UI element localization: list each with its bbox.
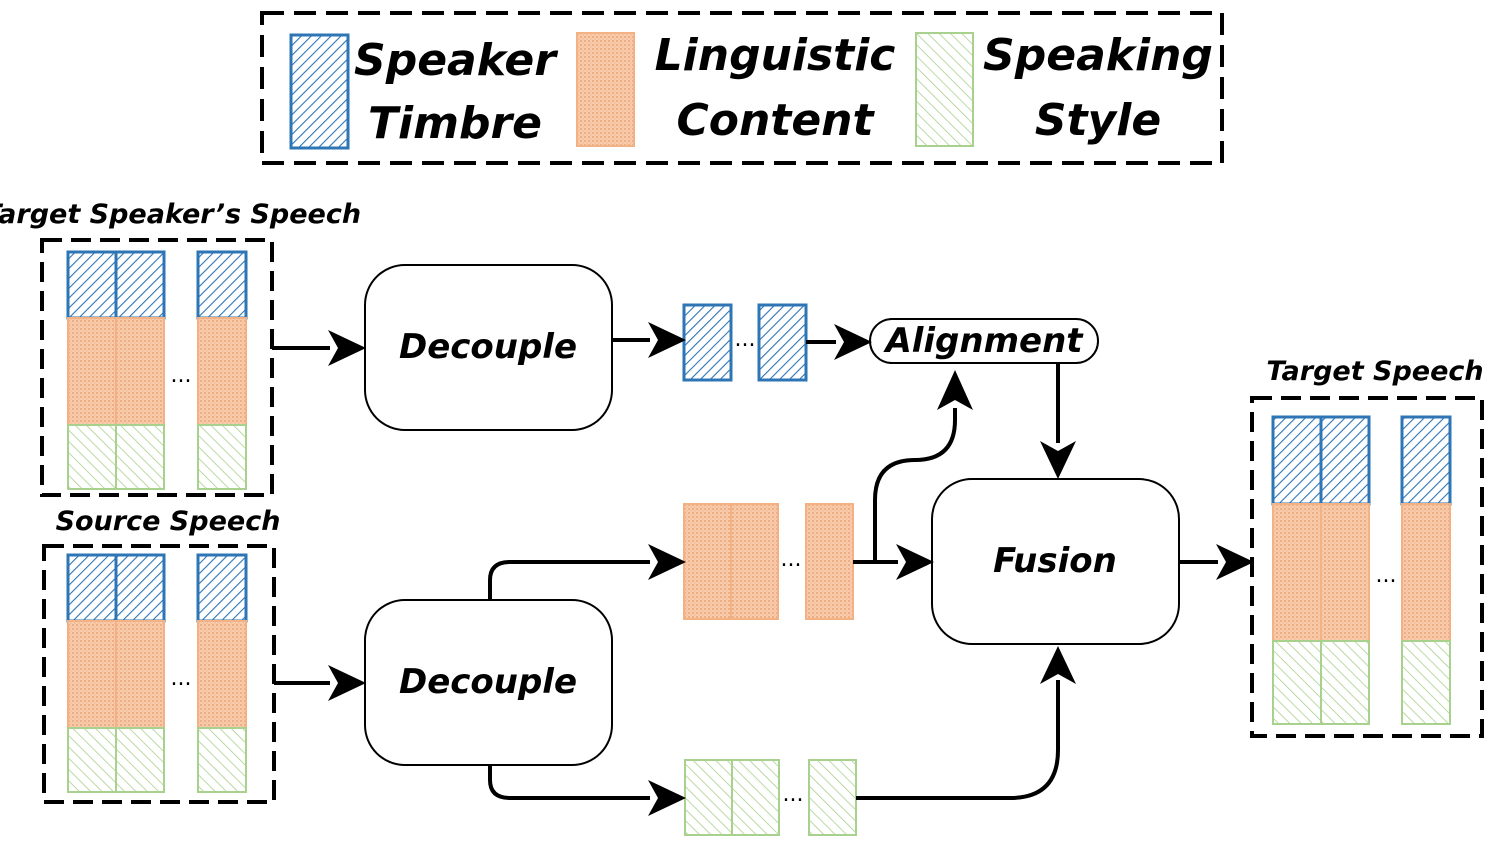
content-block [730, 503, 779, 620]
content-block [67, 620, 117, 729]
connectors [272, 338, 1218, 800]
style-block [67, 424, 117, 490]
arrow-line [488, 560, 650, 600]
arrowhead [648, 322, 686, 358]
source-speech-label: Source Speech [56, 506, 281, 537]
source-speech-frame [42, 544, 276, 804]
legend-content-label-line1: Linguistic [655, 30, 896, 81]
legend-style-label-line1: Speaking [983, 30, 1213, 81]
content-block [1272, 503, 1322, 642]
style-block [197, 424, 247, 490]
style-block [1320, 640, 1370, 725]
content-block [683, 503, 732, 620]
alignment-box [869, 318, 1099, 364]
legend-content-label-line2: Content [676, 95, 875, 146]
target-speaker-feature-stack: ... [66, 250, 248, 490]
content-block [115, 317, 165, 426]
ellipsis: ... [171, 363, 192, 388]
source-feature-stack: ... [66, 553, 248, 793]
timbre-block [66, 250, 118, 320]
style-block [1401, 640, 1451, 725]
ellipsis: ... [171, 666, 192, 691]
timbre-block [196, 553, 248, 623]
alignment-label: Alignment [882, 321, 1084, 361]
timbre-block [1319, 415, 1371, 506]
style-block [67, 727, 117, 793]
extracted-style-features: ... [684, 759, 857, 836]
arrow-line [488, 765, 650, 800]
decouple-top-label: Decouple [399, 327, 577, 367]
content-block [1320, 503, 1370, 642]
timbre-block [114, 250, 166, 320]
target-speech-frame [1250, 396, 1484, 738]
timbre-block [196, 250, 248, 320]
legend-timbre-label-line2: Timbre [368, 98, 542, 149]
legend-style-label-line2: Style [1035, 95, 1161, 146]
arrowheads [328, 322, 1254, 816]
legend-timbre-swatch [289, 33, 350, 150]
target-speaker-speech-label: Target Speaker’s Speech [0, 199, 361, 230]
timbre-block [1400, 415, 1452, 506]
legend-style-swatch [915, 32, 974, 147]
fusion-label: Fusion [993, 541, 1117, 581]
decouple-top-box [364, 264, 613, 431]
target-speaker-speech-frame [40, 238, 274, 497]
arrow-line [873, 408, 957, 562]
arrowhead [1040, 441, 1076, 479]
ellipsis: ... [1376, 563, 1397, 588]
target-speech-feature-stack: ... [1271, 415, 1452, 725]
style-block [684, 759, 733, 836]
content-block [805, 503, 854, 620]
legend-border [260, 11, 1224, 165]
style-block [115, 424, 165, 490]
ellipsis: ... [735, 327, 756, 352]
arrowhead [896, 544, 934, 580]
target-speech-label: Target Speech [1266, 356, 1483, 387]
style-block [115, 727, 165, 793]
arrowhead [1040, 646, 1076, 684]
ellipsis: ... [783, 782, 804, 807]
content-block [115, 620, 165, 729]
timbre-block [1271, 415, 1323, 506]
style-block [808, 759, 857, 836]
timbre-block [114, 553, 166, 623]
content-block [197, 317, 247, 426]
arrowhead [328, 330, 366, 366]
decouple-bottom-label: Decouple [399, 662, 577, 702]
arrowhead [648, 780, 686, 816]
content-block [197, 620, 247, 729]
ellipsis: ... [781, 547, 802, 572]
content-block [1401, 503, 1451, 642]
arrowhead [937, 370, 973, 410]
legend-content-swatch [576, 32, 635, 147]
extracted-timbre-features: ... [682, 303, 808, 382]
arrowhead [648, 544, 686, 580]
arrowhead [328, 665, 366, 701]
legend-timbre-label-line1: Speaker [354, 35, 558, 86]
arrowhead [834, 324, 872, 360]
style-block [1272, 640, 1322, 725]
style-block [197, 727, 247, 793]
timbre-block [757, 303, 808, 382]
arrowhead [1216, 544, 1254, 580]
arrow-line [856, 680, 1060, 800]
extracted-content-features: ... [683, 503, 854, 620]
style-block [731, 759, 780, 836]
timbre-block [66, 553, 118, 623]
timbre-block [682, 303, 733, 382]
content-block [67, 317, 117, 426]
legend: Speaker Timbre Linguistic Content Speaki… [260, 11, 1224, 165]
